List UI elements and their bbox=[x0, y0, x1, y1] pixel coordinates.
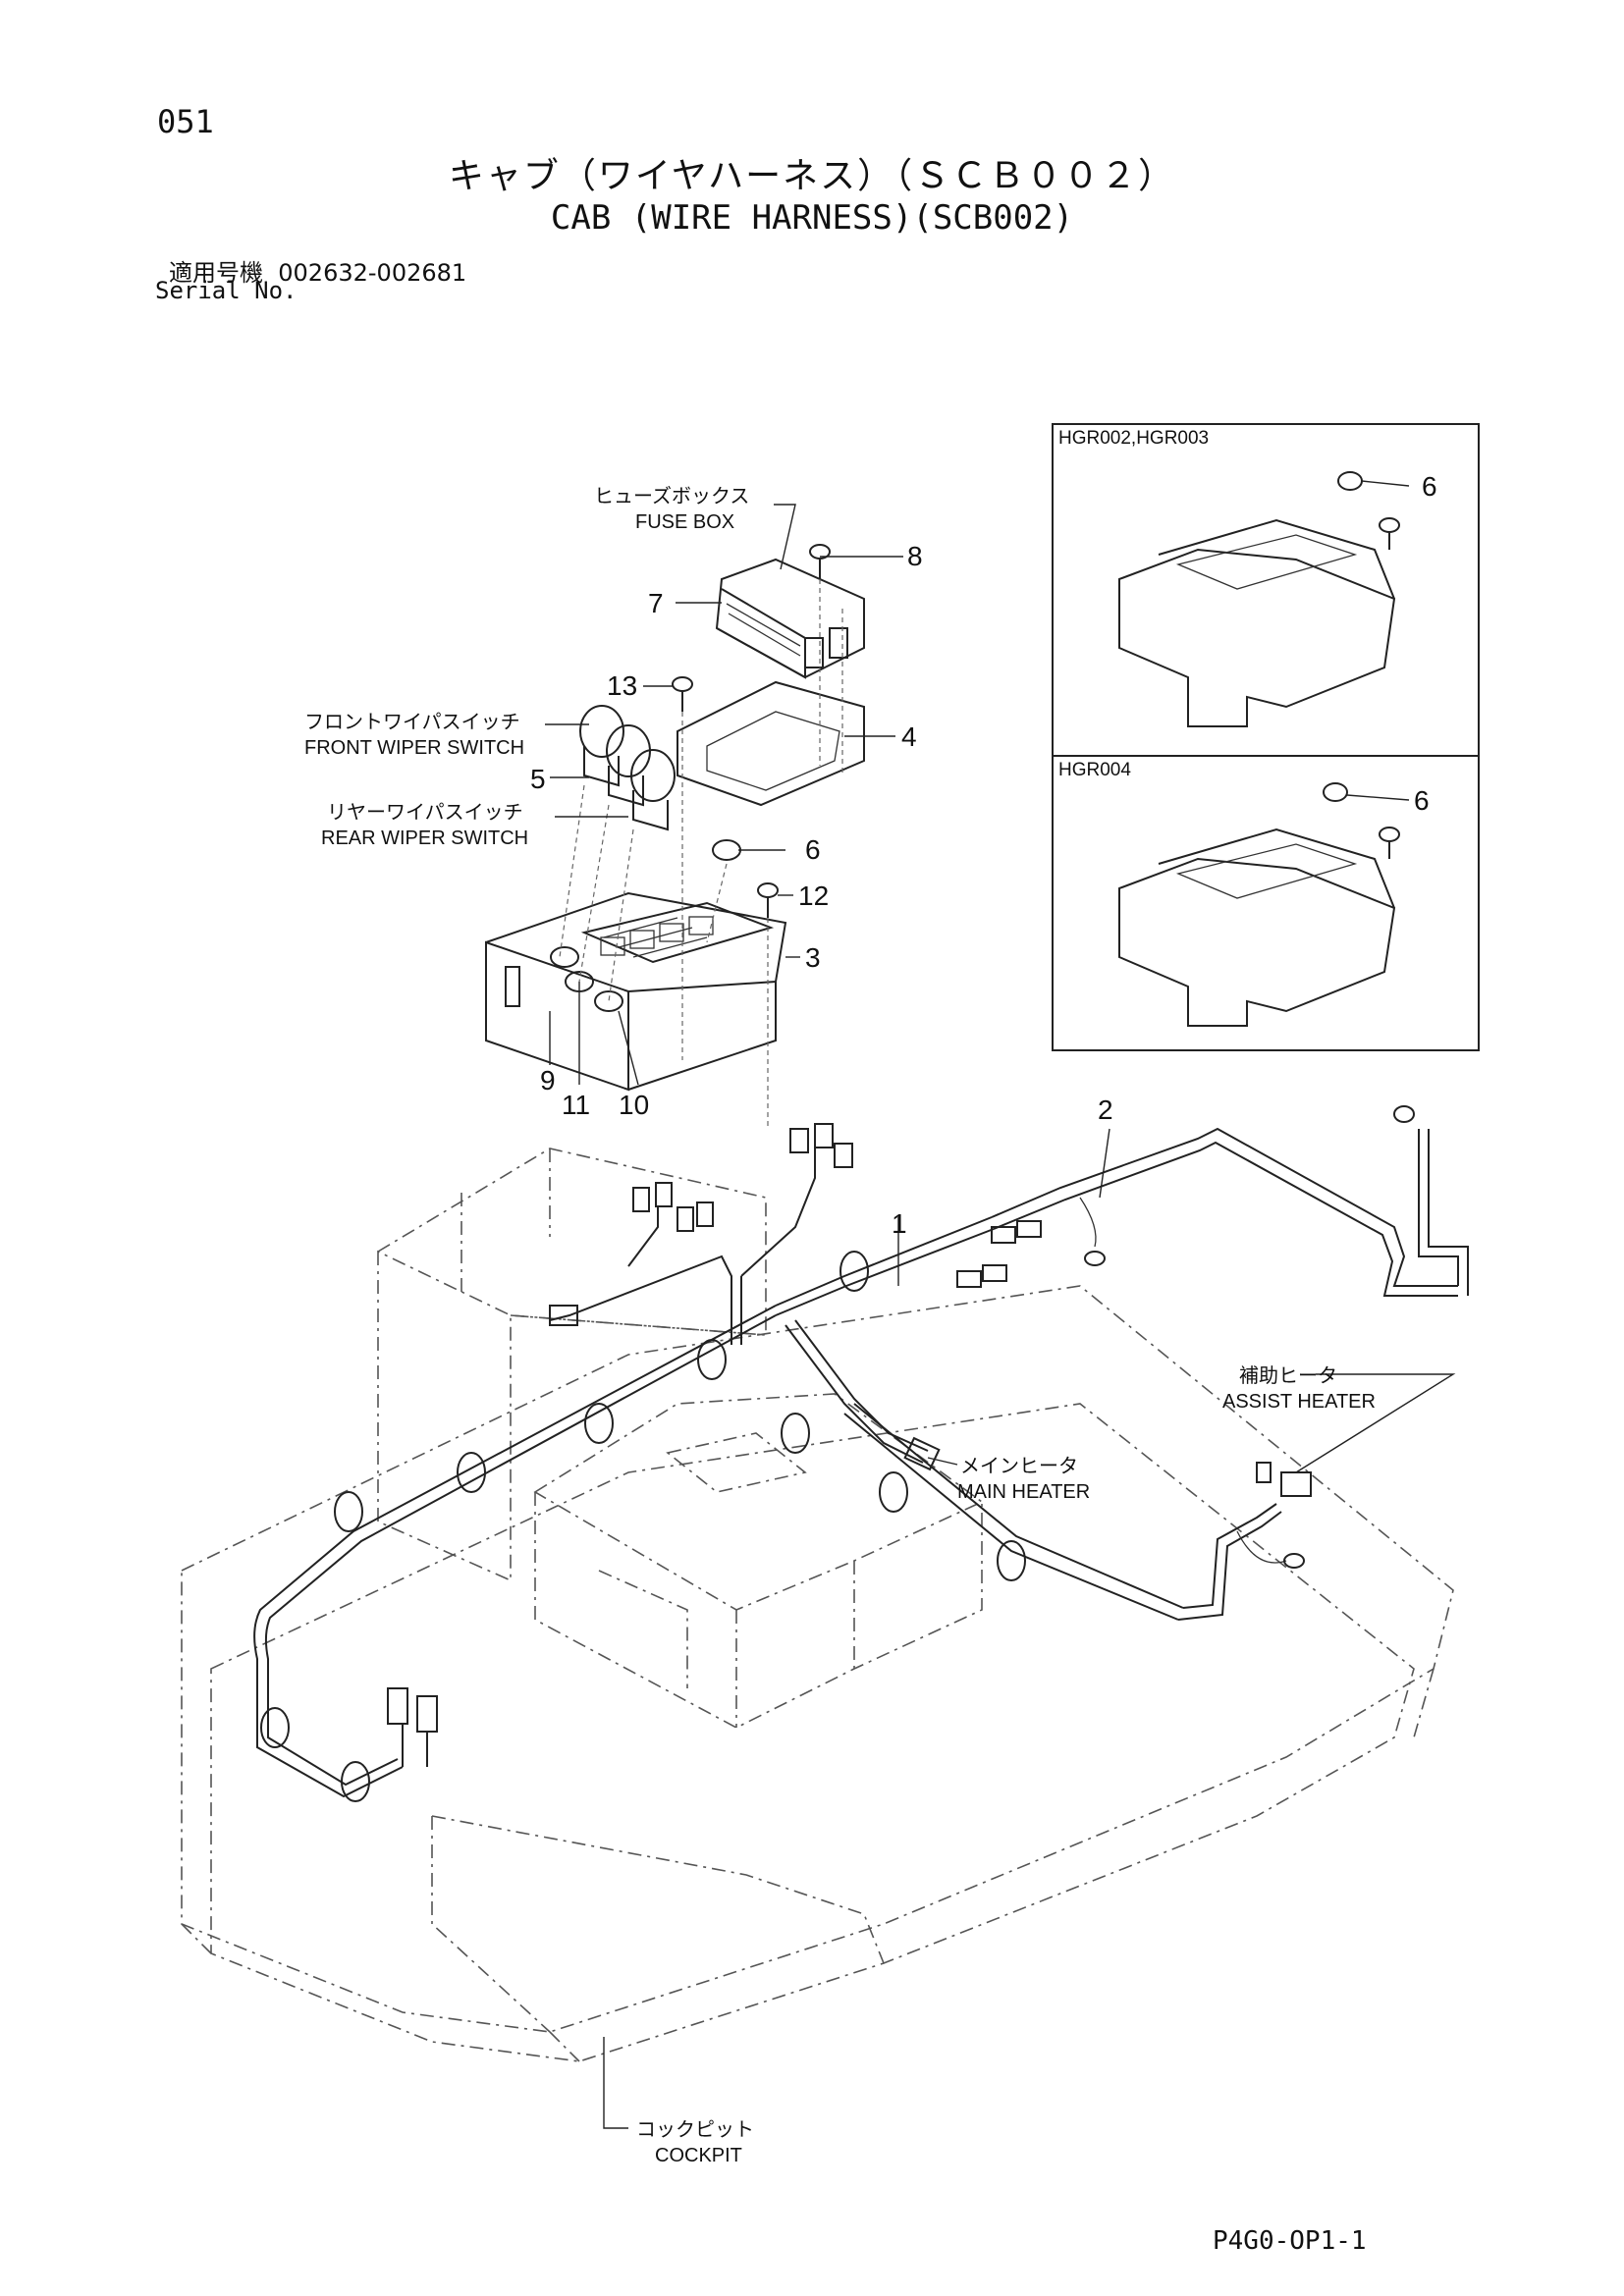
rear-wiper-label-jp: リヤーワイパスイッチ bbox=[327, 802, 523, 824]
assembly-lines bbox=[559, 579, 843, 1129]
cockpit-label-jp: コックピット bbox=[636, 2118, 754, 2141]
serial-label-en: Serial No. bbox=[155, 277, 298, 304]
part-number-4: 4 bbox=[901, 721, 917, 752]
part-number-9: 9 bbox=[540, 1065, 556, 1095]
wiper-switches bbox=[579, 705, 676, 831]
part-number-8: 8 bbox=[907, 541, 923, 571]
page-number: 051 bbox=[157, 103, 214, 140]
title-english: CAB (WIRE HARNESS)(SCB002) bbox=[550, 198, 1074, 238]
serial-label-jp: 適用号機 bbox=[169, 259, 263, 287]
inset-label-hgr004: HGR004 bbox=[1058, 760, 1131, 780]
part-number-13: 13 bbox=[607, 670, 637, 701]
rear-wiper-label-en: REAR WIPER SWITCH bbox=[321, 828, 528, 849]
fuse-box-label-jp: ヒューズボックス bbox=[594, 485, 749, 507]
switch-panel bbox=[485, 891, 787, 1092]
leader-lines bbox=[545, 504, 1456, 2129]
assist-heater-label-en: ASSIST HEATER bbox=[1222, 1391, 1376, 1413]
front-wiper-label-jp: フロントワイパスイッチ bbox=[304, 712, 520, 733]
inset-2-part-6: 6 bbox=[1414, 785, 1430, 816]
part-number-2: 2 bbox=[1098, 1095, 1113, 1125]
cockpit-label-en: COCKPIT bbox=[655, 2145, 742, 2166]
inset-1-part-6: 6 bbox=[1422, 471, 1437, 502]
part-number-5: 5 bbox=[530, 764, 546, 794]
footer-page-code: P4G0-OP1-1 bbox=[1213, 2226, 1367, 2256]
title-japanese: キャブ（ワイヤハーネス）（ＳＣＢ００２） bbox=[448, 156, 1176, 196]
part-number-1: 1 bbox=[892, 1208, 907, 1239]
inset-hgr004 bbox=[1052, 755, 1480, 1051]
inset-label-hgr002-003: HGR002,HGR003 bbox=[1058, 428, 1209, 449]
mounting-plate bbox=[677, 680, 865, 807]
assist-heater-label-jp: 補助ヒータ bbox=[1239, 1364, 1337, 1387]
harness-2 bbox=[956, 1105, 1469, 1297]
main-harness bbox=[253, 1123, 1312, 1802]
part-number-7: 7 bbox=[648, 588, 664, 618]
part-number-6: 6 bbox=[805, 834, 821, 865]
part-number-12: 12 bbox=[798, 881, 829, 911]
cockpit-outline bbox=[181, 1148, 1454, 2062]
part-number-11: 11 bbox=[562, 1090, 590, 1120]
part-number-10: 10 bbox=[619, 1090, 649, 1120]
main-heater-label-en: MAIN HEATER bbox=[957, 1481, 1090, 1503]
fuse-box bbox=[715, 558, 865, 679]
serial-range: 002632-002681 bbox=[278, 259, 467, 287]
serial-line-japanese: 適用号機 002632-002681 bbox=[169, 253, 466, 288]
part-number-3: 3 bbox=[805, 942, 821, 973]
front-wiper-label-en: FRONT WIPER SWITCH bbox=[304, 737, 524, 759]
fuse-box-label-en: FUSE BOX bbox=[635, 511, 734, 533]
inset-hgr002 bbox=[1052, 423, 1480, 757]
main-heater-label-jp: メインヒータ bbox=[960, 1455, 1078, 1477]
